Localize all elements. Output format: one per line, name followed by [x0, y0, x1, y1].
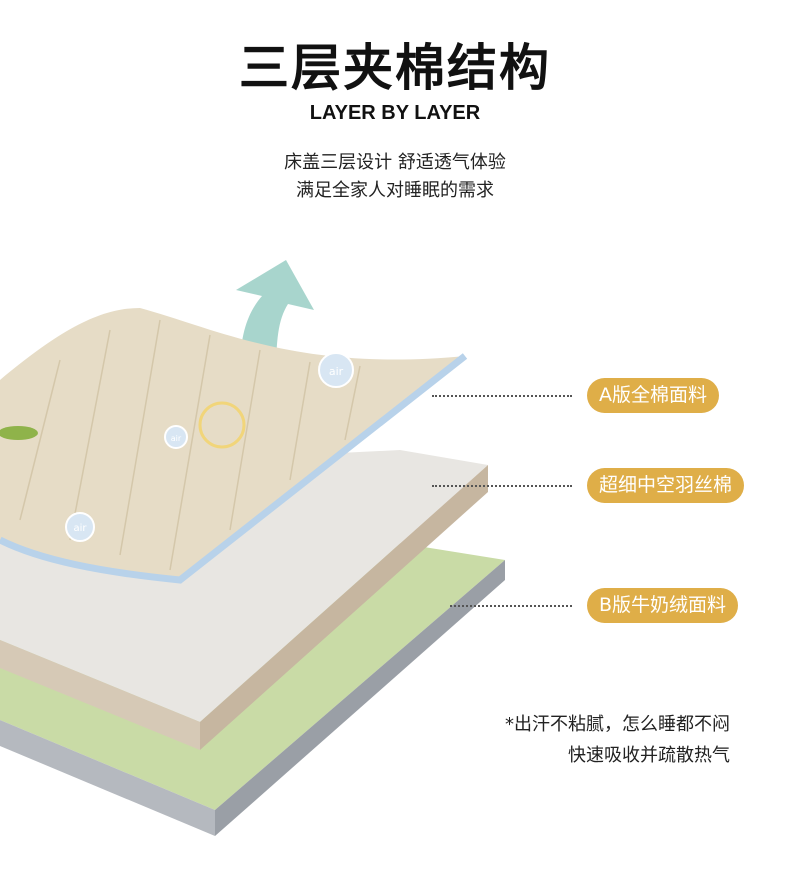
middle-layer-front [0, 640, 200, 750]
layer-label-a: A版全棉面料 [587, 378, 719, 413]
bottom-layer-side [215, 560, 505, 836]
svg-text:air: air [329, 365, 344, 378]
description-line-2: 满足全家人对睡眠的需求 [296, 180, 494, 201]
leader-line [432, 395, 572, 397]
air-bubble-icon: air [164, 425, 188, 449]
leaf-decoration-icon [0, 426, 38, 440]
leader-line [432, 485, 572, 487]
bottom-layer-front [0, 720, 215, 836]
leader-line [450, 605, 572, 607]
note-line-1: *出汗不粘腻，怎么睡都不闷 [505, 714, 730, 735]
top-layer-edge [0, 353, 468, 584]
air-bubble-icon: air [65, 512, 95, 542]
flower-decoration-icon [198, 401, 246, 449]
svg-text:air: air [73, 523, 87, 534]
note-line-2: 快速吸收并疏散热气 [568, 745, 730, 766]
layer-label-middle: 超细中空羽丝棉 [587, 468, 745, 503]
layer-label-b: B版牛奶绒面料 [587, 588, 739, 623]
air-bubble-icon: air [318, 352, 354, 388]
middle-layer-side [200, 465, 488, 750]
page-title: 三层夹棉结构 [239, 39, 551, 97]
description-line-1: 床盖三层设计 舒适透气体验 [284, 152, 506, 173]
svg-text:air: air [171, 434, 182, 443]
page-subtitle: LAYER BY LAYER [309, 102, 481, 124]
